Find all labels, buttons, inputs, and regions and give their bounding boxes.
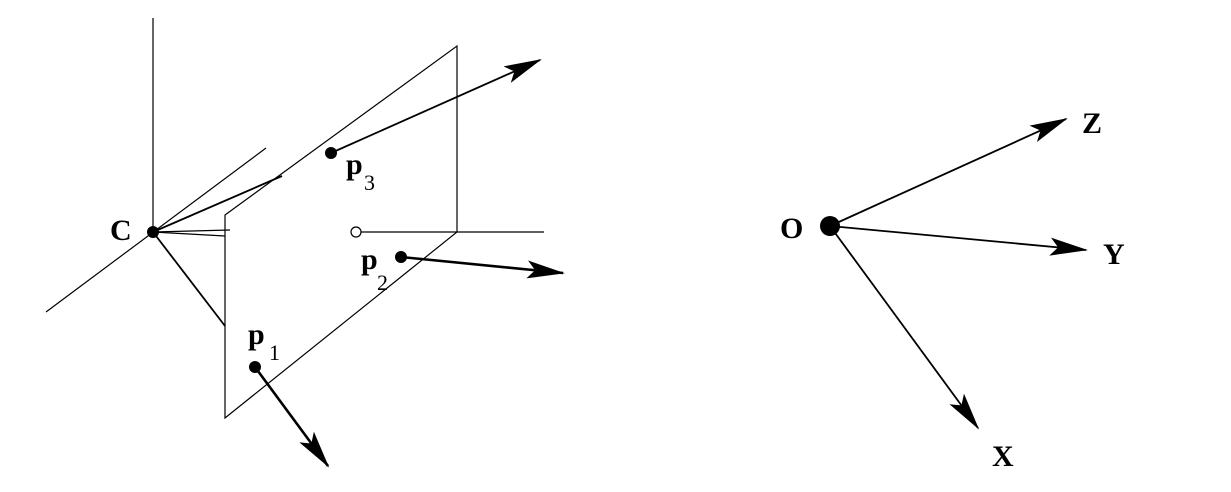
- ray-p3-arrow: [330, 59, 542, 154]
- point-p1-label: p: [248, 318, 265, 351]
- origin-label: O: [780, 212, 803, 245]
- ray-p2-arrow: [400, 255, 565, 279]
- axis-y-label: Y: [1103, 238, 1125, 271]
- origin-dot: [820, 216, 840, 236]
- principal-point: [350, 226, 362, 238]
- optical-axis-inner: [152, 231, 226, 237]
- ray-c-to-p2: [152, 229, 231, 233]
- axis-y: [829, 225, 1088, 256]
- point-p2-subscript: 2: [377, 270, 388, 295]
- axis-z: [829, 118, 1068, 227]
- point-p3-subscript: 3: [364, 170, 375, 195]
- camera-center-label: C: [110, 214, 132, 247]
- ray-c-to-p1: [152, 231, 226, 327]
- camera-model: C p 3 p 2 p 1: [45, 18, 565, 468]
- point-p1-dot: [249, 361, 261, 373]
- axis-x: [829, 225, 980, 430]
- point-p2-dot: [395, 251, 407, 263]
- point-p3-dot: [325, 147, 337, 159]
- point-p2-label: p: [361, 243, 378, 276]
- axis-z-label: Z: [1082, 107, 1102, 140]
- point-p1-subscript: 1: [269, 340, 280, 365]
- ray-p1-arrow: [253, 366, 330, 468]
- ray-c-to-p3: [152, 175, 283, 233]
- world-frame: O Z Y X: [780, 107, 1125, 473]
- camera-center-dot: [147, 226, 159, 238]
- point-p3-label: p: [346, 148, 363, 181]
- axis-x-label: X: [992, 440, 1014, 473]
